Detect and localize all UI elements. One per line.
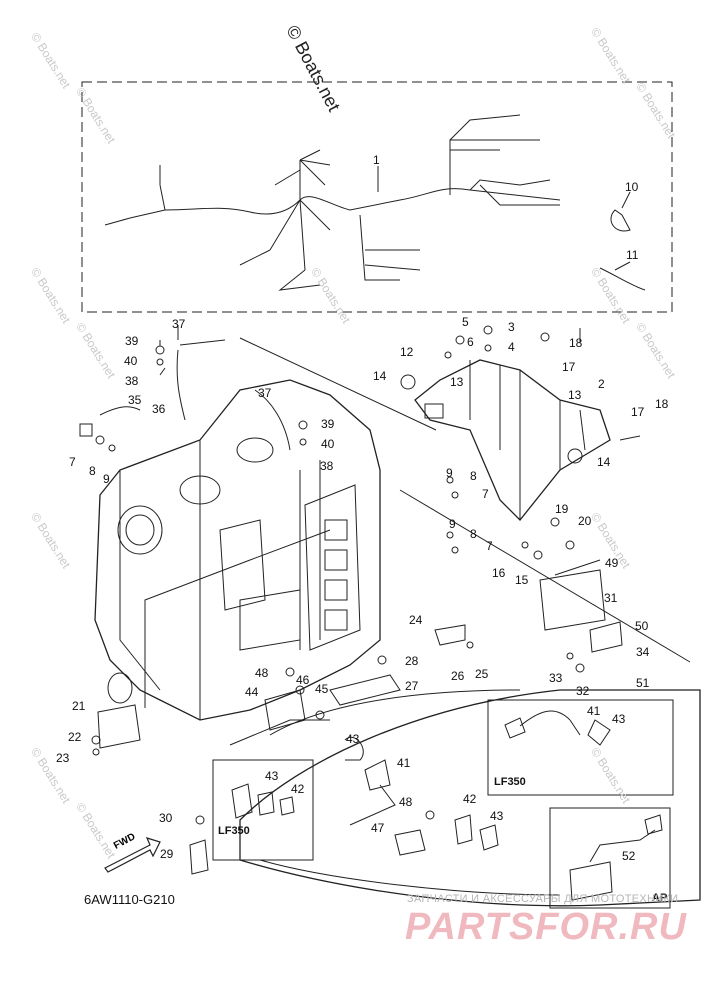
callout-23: 23 xyxy=(56,751,70,765)
callout-51: 51 xyxy=(636,676,650,690)
callout-35: 35 xyxy=(128,393,142,407)
callout-41: 41 xyxy=(397,756,411,770)
variant-label-ap: AP xyxy=(652,892,668,904)
callout-27: 27 xyxy=(405,679,419,693)
callout-40: 40 xyxy=(321,437,335,451)
callout-41: 41 xyxy=(587,704,601,718)
callout-49: 49 xyxy=(605,556,619,570)
callout-48: 48 xyxy=(399,795,413,809)
callout-24: 24 xyxy=(409,613,423,627)
callout-8: 8 xyxy=(470,469,477,483)
diagram-code: 6AW1110-G210 xyxy=(84,892,175,907)
callout-33: 33 xyxy=(549,671,563,685)
fwd-arrow xyxy=(104,837,161,873)
callout-46: 46 xyxy=(296,673,310,687)
callout-13: 13 xyxy=(450,375,464,389)
callout-21: 21 xyxy=(72,699,86,713)
harness-box xyxy=(81,81,673,313)
callout-10: 10 xyxy=(625,180,639,194)
callout-37: 37 xyxy=(258,386,272,400)
callout-52: 52 xyxy=(622,849,636,863)
callout-28: 28 xyxy=(405,654,419,668)
callout-12: 12 xyxy=(400,345,414,359)
callout-18: 18 xyxy=(569,336,583,350)
callout-7: 7 xyxy=(69,455,76,469)
callout-40: 40 xyxy=(124,354,138,368)
callout-8: 8 xyxy=(470,527,477,541)
callout-43: 43 xyxy=(612,712,626,726)
callout-25: 25 xyxy=(475,667,489,681)
callout-48: 48 xyxy=(255,666,269,680)
callout-39: 39 xyxy=(321,417,335,431)
callout-50: 50 xyxy=(635,619,649,633)
callout-32: 32 xyxy=(576,684,590,698)
callout-18: 18 xyxy=(655,397,669,411)
callout-7: 7 xyxy=(486,539,493,553)
bottom-cowling xyxy=(239,689,701,907)
lf350-inset-right xyxy=(487,699,674,796)
callout-17: 17 xyxy=(562,360,576,374)
callout-1: 1 xyxy=(373,153,380,167)
callout-4: 4 xyxy=(508,340,515,354)
callout-9: 9 xyxy=(103,472,110,486)
callout-20: 20 xyxy=(578,514,592,528)
site-logo-watermark: PARTSFOR.RU xyxy=(405,906,687,948)
callout-29: 29 xyxy=(160,847,174,861)
callout-39: 39 xyxy=(125,334,139,348)
callout-3: 3 xyxy=(508,320,515,334)
site-tagline: ЗАПЧАСТИ И АКСЕССУАРЫ ДЛЯ МОТОТЕХНИКИ xyxy=(407,893,679,905)
callout-34: 34 xyxy=(636,645,650,659)
callout-17: 17 xyxy=(631,405,645,419)
callout-7: 7 xyxy=(482,487,489,501)
variant-label-lf350: LF350 xyxy=(218,825,250,837)
callout-14: 14 xyxy=(373,369,387,383)
callout-19: 19 xyxy=(555,502,569,516)
callout-30: 30 xyxy=(159,811,173,825)
callout-6: 6 xyxy=(467,335,474,349)
callout-47: 47 xyxy=(371,821,385,835)
callout-13: 13 xyxy=(568,388,582,402)
callout-38: 38 xyxy=(125,374,139,388)
lf350-inset-left xyxy=(212,759,314,861)
callout-16: 16 xyxy=(492,566,506,580)
callout-2: 2 xyxy=(598,377,605,391)
callout-44: 44 xyxy=(245,685,259,699)
callout-31: 31 xyxy=(604,591,618,605)
callout-42: 42 xyxy=(291,782,305,796)
callout-9: 9 xyxy=(449,517,456,531)
callout-38: 38 xyxy=(320,459,334,473)
callout-45: 45 xyxy=(315,682,329,696)
callout-43: 43 xyxy=(346,732,360,746)
callout-36: 36 xyxy=(152,402,166,416)
callout-26: 26 xyxy=(451,669,465,683)
callout-22: 22 xyxy=(68,730,82,744)
callout-5: 5 xyxy=(462,315,469,329)
callout-9: 9 xyxy=(446,466,453,480)
engine-block xyxy=(94,379,381,721)
callout-37: 37 xyxy=(172,317,186,331)
bracket-part-2 xyxy=(414,359,611,521)
ap-inset xyxy=(549,807,671,909)
callout-43: 43 xyxy=(265,769,279,783)
callout-43: 43 xyxy=(490,809,504,823)
callout-15: 15 xyxy=(515,573,529,587)
callout-8: 8 xyxy=(89,464,96,478)
variant-label-lf350: LF350 xyxy=(494,776,526,788)
callout-42: 42 xyxy=(463,792,477,806)
callout-14: 14 xyxy=(597,455,611,469)
harness-main-trunk xyxy=(164,188,561,215)
callout-11: 11 xyxy=(626,248,639,262)
